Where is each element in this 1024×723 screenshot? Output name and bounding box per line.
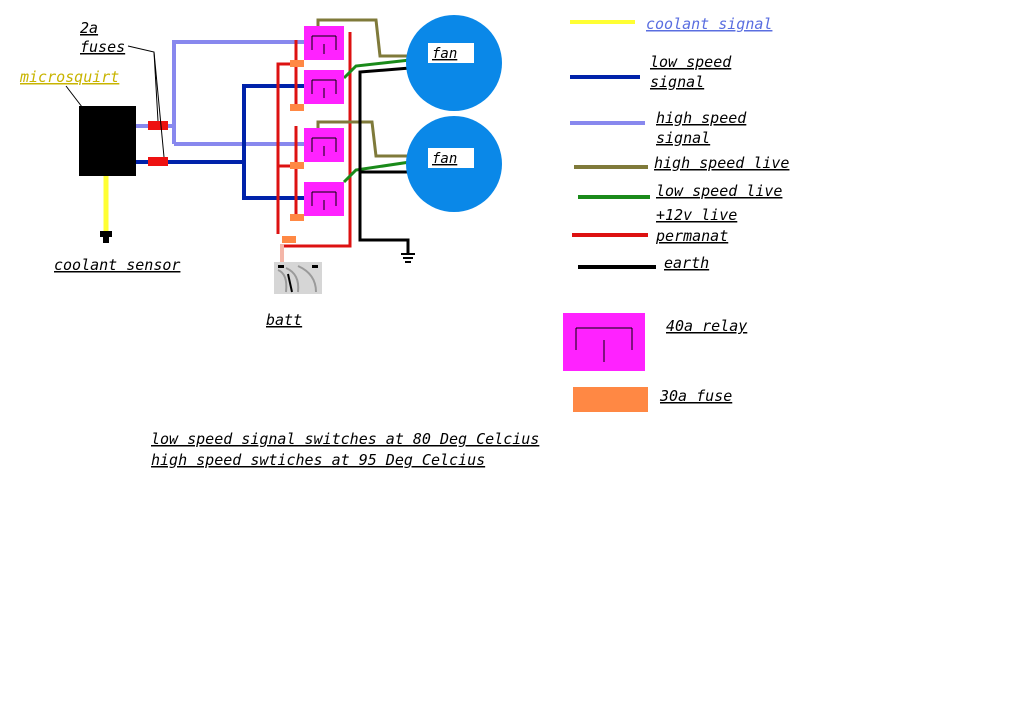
coolant-sensor-label: coolant sensor bbox=[54, 256, 180, 274]
legend-label-fuse: 30a fuse bbox=[659, 387, 732, 405]
coolant-sensor-icon bbox=[100, 231, 112, 243]
fuse-30a-4 bbox=[290, 214, 304, 221]
legend-fuse-symbol bbox=[573, 387, 648, 412]
permanent-live-wire-4 bbox=[294, 126, 304, 218]
legend-label-permanent-1: +12v live bbox=[656, 206, 737, 224]
fuses-label-line2: fuses bbox=[80, 38, 125, 56]
low-speed-signal-wire-2 bbox=[242, 84, 304, 200]
high-speed-live-wire bbox=[316, 18, 410, 58]
fuse-30a-2 bbox=[290, 104, 304, 111]
permanent-live-wire-2 bbox=[294, 40, 304, 108]
battery-label: batt bbox=[266, 311, 302, 329]
legend-label-high-speed-live: high speed live bbox=[654, 154, 789, 172]
fan-top-label-box bbox=[428, 43, 474, 63]
low-speed-live-wire bbox=[342, 58, 411, 80]
earth-wire bbox=[358, 66, 411, 254]
legend-label-earth: earth bbox=[664, 254, 709, 272]
legend-label-relay: 40a relay bbox=[666, 317, 747, 335]
fuses-label-line1: 2a bbox=[80, 19, 98, 37]
microsquirt-ecu bbox=[79, 106, 136, 176]
legend: coolant signal low speed signal high spe… bbox=[563, 15, 789, 412]
permanent-live-wire-5 bbox=[284, 32, 352, 248]
note-high-speed: high speed swtiches at 95 Deg Celcius bbox=[151, 451, 485, 469]
battery-icon bbox=[274, 262, 322, 294]
fuse-2a-low bbox=[148, 157, 168, 166]
fuse-30a-1 bbox=[290, 60, 304, 67]
fuse-2a-high bbox=[148, 121, 168, 130]
legend-label-permanent-2: permanat bbox=[655, 227, 728, 245]
relay-1 bbox=[304, 26, 344, 60]
high-speed-live-wire-2 bbox=[316, 120, 410, 158]
fan-bottom-label-box bbox=[428, 148, 474, 168]
microsquirt-leader-line bbox=[65, 85, 93, 121]
permanent-live-wire bbox=[276, 62, 304, 234]
note-low-speed: low speed signal switches at 80 Deg Celc… bbox=[151, 430, 539, 448]
legend-label-high-speed-signal-1: high speed bbox=[656, 109, 747, 127]
microsquirt-label: microsquirt bbox=[19, 68, 119, 86]
fuses-leader-line-2 bbox=[153, 51, 165, 158]
relay-4 bbox=[304, 182, 344, 216]
relay-2 bbox=[304, 70, 344, 104]
low-speed-live-wire-2 bbox=[342, 160, 411, 184]
legend-label-low-speed-signal-1: low speed bbox=[650, 53, 732, 71]
legend-label-low-speed-live: low speed live bbox=[656, 182, 782, 200]
legend-relay-symbol bbox=[563, 313, 645, 371]
legend-label-coolant-signal: coolant signal bbox=[646, 15, 772, 33]
high-speed-signal-wire bbox=[168, 40, 304, 128]
earth-icon bbox=[401, 253, 415, 263]
legend-label-low-speed-signal-2: signal bbox=[650, 73, 704, 91]
fuse-30a-3 bbox=[290, 162, 304, 169]
fan-top-label: fan bbox=[432, 46, 457, 62]
legend-label-high-speed-signal-2: signal bbox=[656, 129, 710, 147]
fan-bottom-label: fan bbox=[432, 151, 457, 167]
relay-3 bbox=[304, 128, 344, 162]
fuse-30a-5 bbox=[282, 236, 296, 243]
